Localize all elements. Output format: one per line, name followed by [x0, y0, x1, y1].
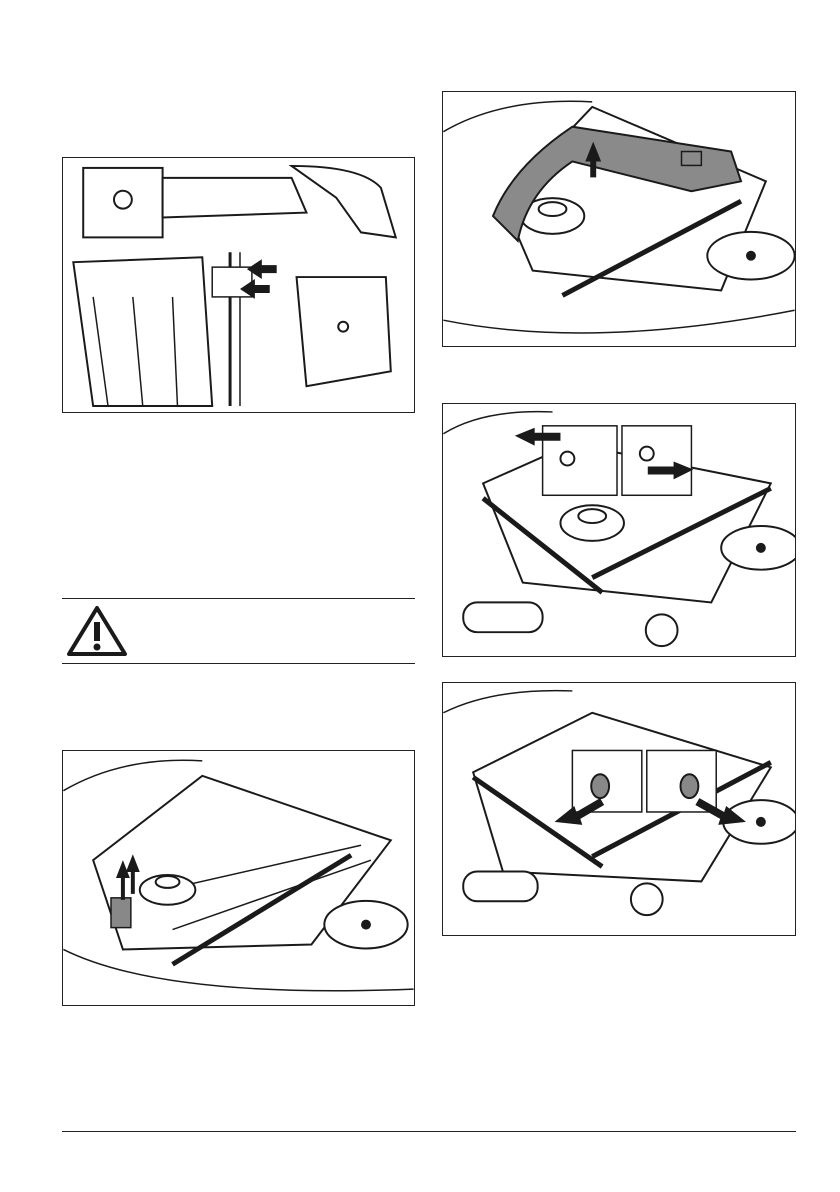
illustration-deck-lift-lever: [63, 751, 414, 1005]
illustration-pivot-detail: [443, 404, 795, 656]
figure-pin-detail: [442, 682, 796, 936]
warning-block: [62, 598, 415, 664]
illustration-engine-bracket: [63, 158, 414, 412]
illustration-lift-frame: [443, 92, 795, 346]
footer-rule: [62, 1131, 796, 1132]
figure-deck-lift-lever: [62, 750, 415, 1006]
figure-pivot-detail: [442, 403, 796, 657]
warning-triangle-icon: [66, 605, 128, 657]
figure-engine-bracket: [62, 157, 415, 413]
illustration-pin-detail: [443, 683, 795, 935]
figure-lift-frame: [442, 91, 796, 347]
